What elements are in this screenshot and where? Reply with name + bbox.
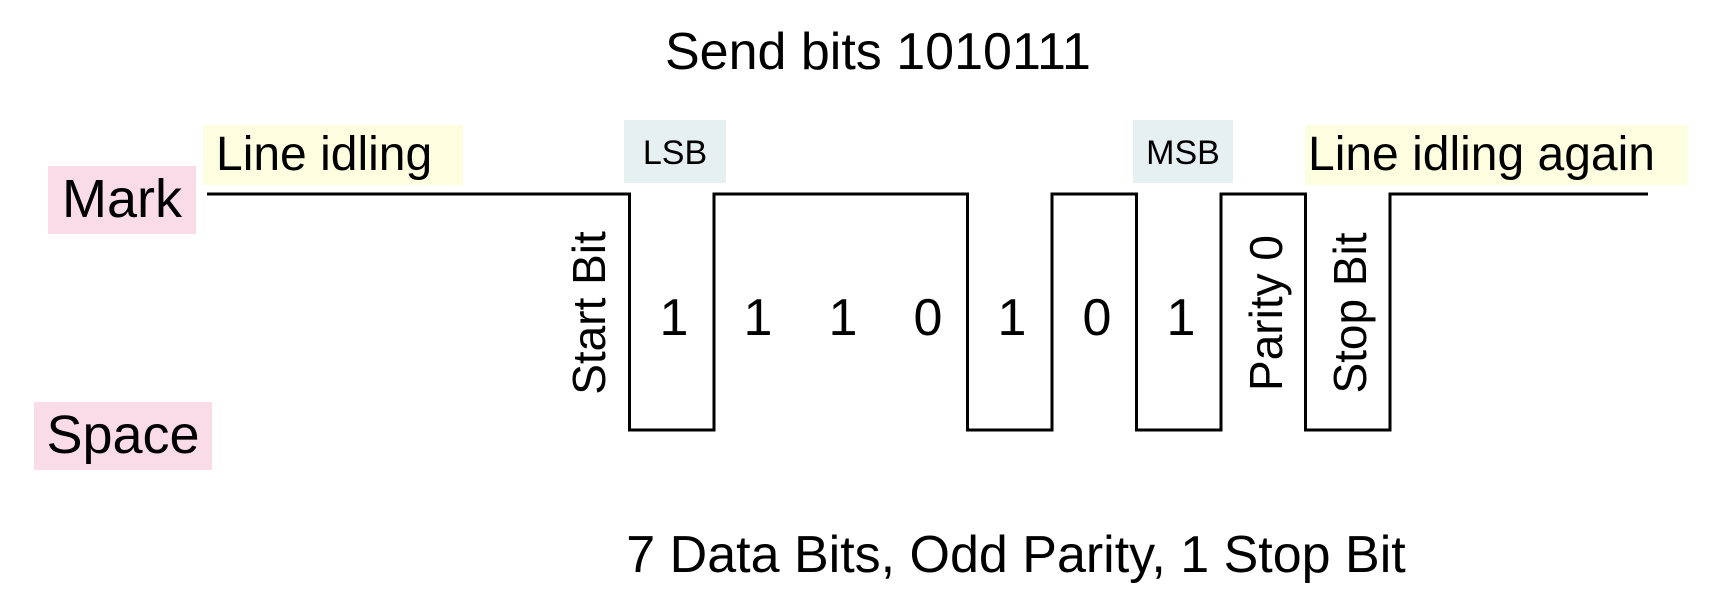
data-bit-4: 0: [914, 289, 943, 347]
space-label-bg: [34, 402, 212, 470]
space-label: Space: [46, 405, 199, 465]
stop-bit-label: Stop Bit: [1324, 232, 1376, 393]
line-idling-again-bg: [1305, 125, 1688, 185]
data-bit-6: 0: [1083, 289, 1112, 347]
line-idling-bg: [203, 125, 463, 185]
start-bit-label: Start Bit: [563, 231, 615, 395]
data-bit-1: 1: [660, 289, 689, 347]
mark-label: Mark: [62, 169, 183, 229]
diagram-title: Send bits 1010111: [665, 23, 1091, 81]
line-idling-again-label: Line idling again: [1308, 128, 1655, 181]
data-bit-3: 1: [829, 289, 858, 347]
data-bit-5: 1: [998, 289, 1027, 347]
line-idling-label: Line idling: [216, 128, 432, 181]
signal-waveform: [207, 192, 1648, 432]
data-bit-7: 1: [1167, 289, 1196, 347]
frame-format-caption: 7 Data Bits, Odd Parity, 1 Stop Bit: [626, 526, 1406, 584]
mark-label-bg: [48, 166, 196, 234]
lsb-tag-bg: [624, 120, 726, 183]
lsb-tag: LSB: [643, 134, 707, 172]
data-bit-2: 1: [744, 289, 773, 347]
parity-label: Parity 0: [1240, 235, 1292, 391]
msb-tag: MSB: [1146, 134, 1220, 172]
msb-tag-bg: [1133, 120, 1233, 183]
